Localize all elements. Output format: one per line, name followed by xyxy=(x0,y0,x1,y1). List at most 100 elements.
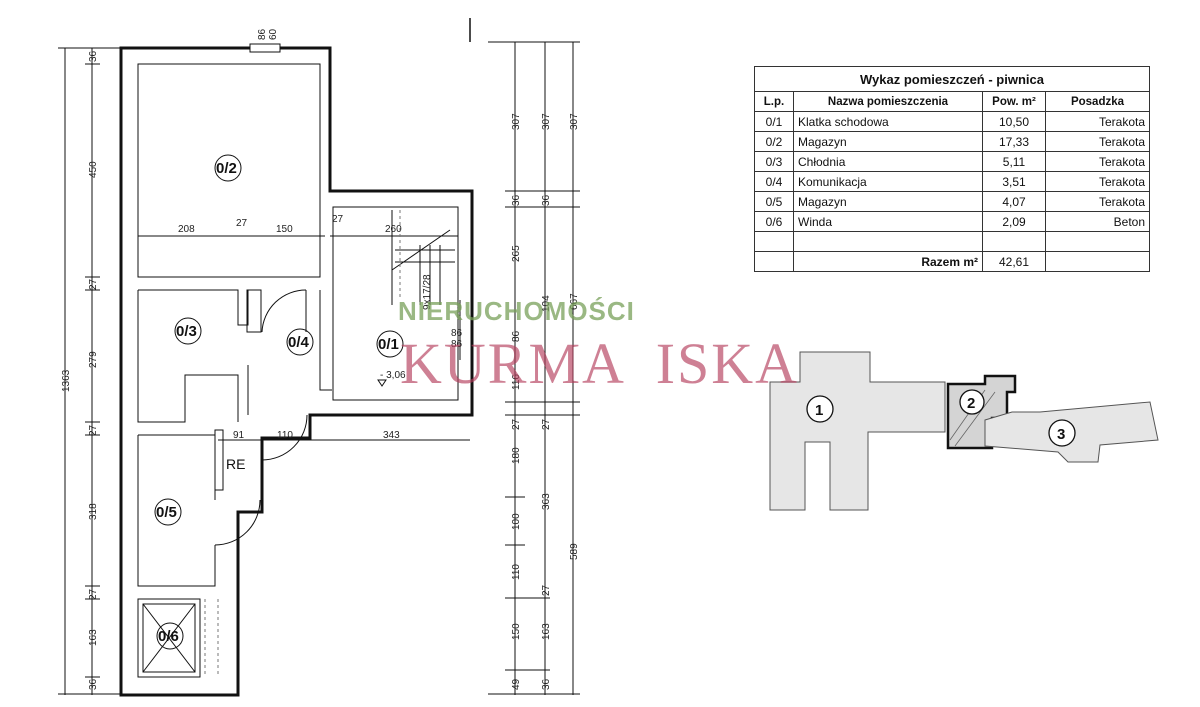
table-row: 0/2 Magazyn 17,33 Terakota xyxy=(754,131,1150,152)
dim-row2-91: 91 xyxy=(233,430,245,441)
site-label-2: 2 xyxy=(967,395,975,412)
level-mark: - 3,06 xyxy=(380,370,406,381)
table-row: 0/5 Magazyn 4,07 Terakota xyxy=(754,191,1150,212)
dim-top-86: 86 xyxy=(257,28,268,40)
dim-left-2: 450 xyxy=(88,161,99,178)
outer-wall xyxy=(119,46,474,697)
room-label-01: 0/1 xyxy=(378,336,399,353)
watermark-top: NIERUCHOMOŚCI xyxy=(398,296,635,326)
cell-area: 3,51 xyxy=(982,171,1046,192)
dim-stairs: 9x17/28 xyxy=(422,274,433,310)
header-floor: Posadzka xyxy=(1045,91,1150,112)
dim-right2-7: 163 xyxy=(541,623,552,640)
dim-right3-1: 307 xyxy=(569,113,580,130)
dim-right1-10: 150 xyxy=(511,623,522,640)
header-area: Pow. m² xyxy=(982,91,1046,112)
dim-right2-3: 104 xyxy=(541,295,552,312)
dim-left-3: 27 xyxy=(88,278,99,290)
total-label: Razem m² xyxy=(793,251,983,272)
cell-lp: 0/3 xyxy=(754,151,794,172)
cell-floor: Terakota xyxy=(1045,191,1150,212)
dim-row2-343: 343 xyxy=(383,430,400,441)
dim-left-total: 1363 xyxy=(61,369,72,392)
cell-name: Magazyn xyxy=(793,191,983,212)
cell-lp: 0/4 xyxy=(754,171,794,192)
header-name: Nazwa pomieszczenia xyxy=(793,91,983,112)
dim-left-6: 318 xyxy=(88,503,99,520)
cell-lp: 0/1 xyxy=(754,111,794,132)
total-value: 42,61 xyxy=(982,251,1046,272)
room-label-03: 0/3 xyxy=(176,323,197,340)
cell-area: 5,11 xyxy=(982,151,1046,172)
dim-right1-11: 49 xyxy=(511,678,522,690)
dim-left-1: 36 xyxy=(88,50,99,62)
dim-right3-3: 589 xyxy=(569,543,580,560)
dim-right1-5: 116 xyxy=(511,374,522,390)
dim-right3-2: 667 xyxy=(569,293,580,310)
cell-name: Chłodnia xyxy=(793,151,983,172)
dim-right1-8: 100 xyxy=(511,513,522,530)
table-title: Wykaz pomieszczeń - piwnica xyxy=(754,66,1150,92)
table-row-empty xyxy=(754,231,1150,252)
dim-right2-6: 27 xyxy=(541,584,552,596)
dim-right2-5: 363 xyxy=(541,493,552,510)
cell-floor: Terakota xyxy=(1045,111,1150,132)
dim-door-86a: 86 xyxy=(451,328,463,339)
cell-name: Komunikacja xyxy=(793,171,983,192)
dim-row1-260: 260 xyxy=(385,224,402,235)
dim-right1-4: 86 xyxy=(511,330,522,342)
cell-floor: Terakota xyxy=(1045,131,1150,152)
room-label-04: 0/4 xyxy=(288,334,310,351)
cell-name: Magazyn xyxy=(793,131,983,152)
dim-row1-27b: 27 xyxy=(332,214,344,225)
dim-right1-1: 307 xyxy=(511,113,522,130)
dim-row2-110: 110 xyxy=(277,430,293,441)
cell-area: 10,50 xyxy=(982,111,1046,132)
dim-row1-208: 208 xyxy=(178,224,195,235)
dim-row1-27a: 27 xyxy=(236,218,248,229)
dim-right1-7: 180 xyxy=(511,447,522,464)
dim-row1-150: 150 xyxy=(276,224,293,235)
dim-right1-9: 110 xyxy=(511,564,522,580)
watermark-bottom: KURMA ISKA xyxy=(400,331,800,396)
dim-left-8: 163 xyxy=(88,629,99,646)
table-row: 0/1 Klatka schodowa 10,50 Terakota xyxy=(754,111,1150,132)
cell-floor: Terakota xyxy=(1045,151,1150,172)
site-label-1: 1 xyxy=(815,402,823,419)
cell-floor: Beton xyxy=(1045,211,1150,232)
table-row: 0/4 Komunikacja 3,51 Terakota xyxy=(754,171,1150,192)
dim-right1-3: 265 xyxy=(511,245,522,262)
dim-right2-1: 307 xyxy=(541,113,552,130)
dim-left-7: 27 xyxy=(88,588,99,600)
cell-area: 4,07 xyxy=(982,191,1046,212)
dim-right2-4: 27 xyxy=(541,418,552,430)
dim-door-86b: 86 xyxy=(451,339,463,350)
site-label-3: 3 xyxy=(1057,426,1065,443)
cell-area: 2,09 xyxy=(982,211,1046,232)
dim-left-5: 27 xyxy=(88,424,99,436)
dim-right1-6: 27 xyxy=(511,418,522,430)
table-row: 0/3 Chłodnia 5,11 Terakota xyxy=(754,151,1150,172)
cell-name: Winda xyxy=(793,211,983,232)
cell-lp: 0/2 xyxy=(754,131,794,152)
room-label-06: 0/6 xyxy=(158,628,179,645)
cell-area: 17,33 xyxy=(982,131,1046,152)
dim-right1-2: 36 xyxy=(511,194,522,206)
cell-name: Klatka schodowa xyxy=(793,111,983,132)
table-total-row: Razem m² 42,61 xyxy=(754,251,1150,272)
cell-lp: 0/5 xyxy=(754,191,794,212)
dim-left-4: 279 xyxy=(88,351,99,368)
room-label-05: 0/5 xyxy=(156,504,177,521)
room-label-02: 0/2 xyxy=(216,160,237,177)
dim-top-60: 60 xyxy=(268,28,279,40)
building-1 xyxy=(769,351,946,511)
room-label-re: RE xyxy=(226,456,245,472)
cell-lp: 0/6 xyxy=(754,211,794,232)
table-row: 0/6 Winda 2,09 Beton xyxy=(754,211,1150,232)
header-lp: L.p. xyxy=(754,91,794,112)
dim-left-9: 36 xyxy=(88,678,99,690)
room-schedule-table: Wykaz pomieszczeń - piwnica L.p. Nazwa p… xyxy=(754,66,1150,272)
dim-right2-8: 36 xyxy=(541,678,552,690)
dim-right2-2: 36 xyxy=(541,194,552,206)
